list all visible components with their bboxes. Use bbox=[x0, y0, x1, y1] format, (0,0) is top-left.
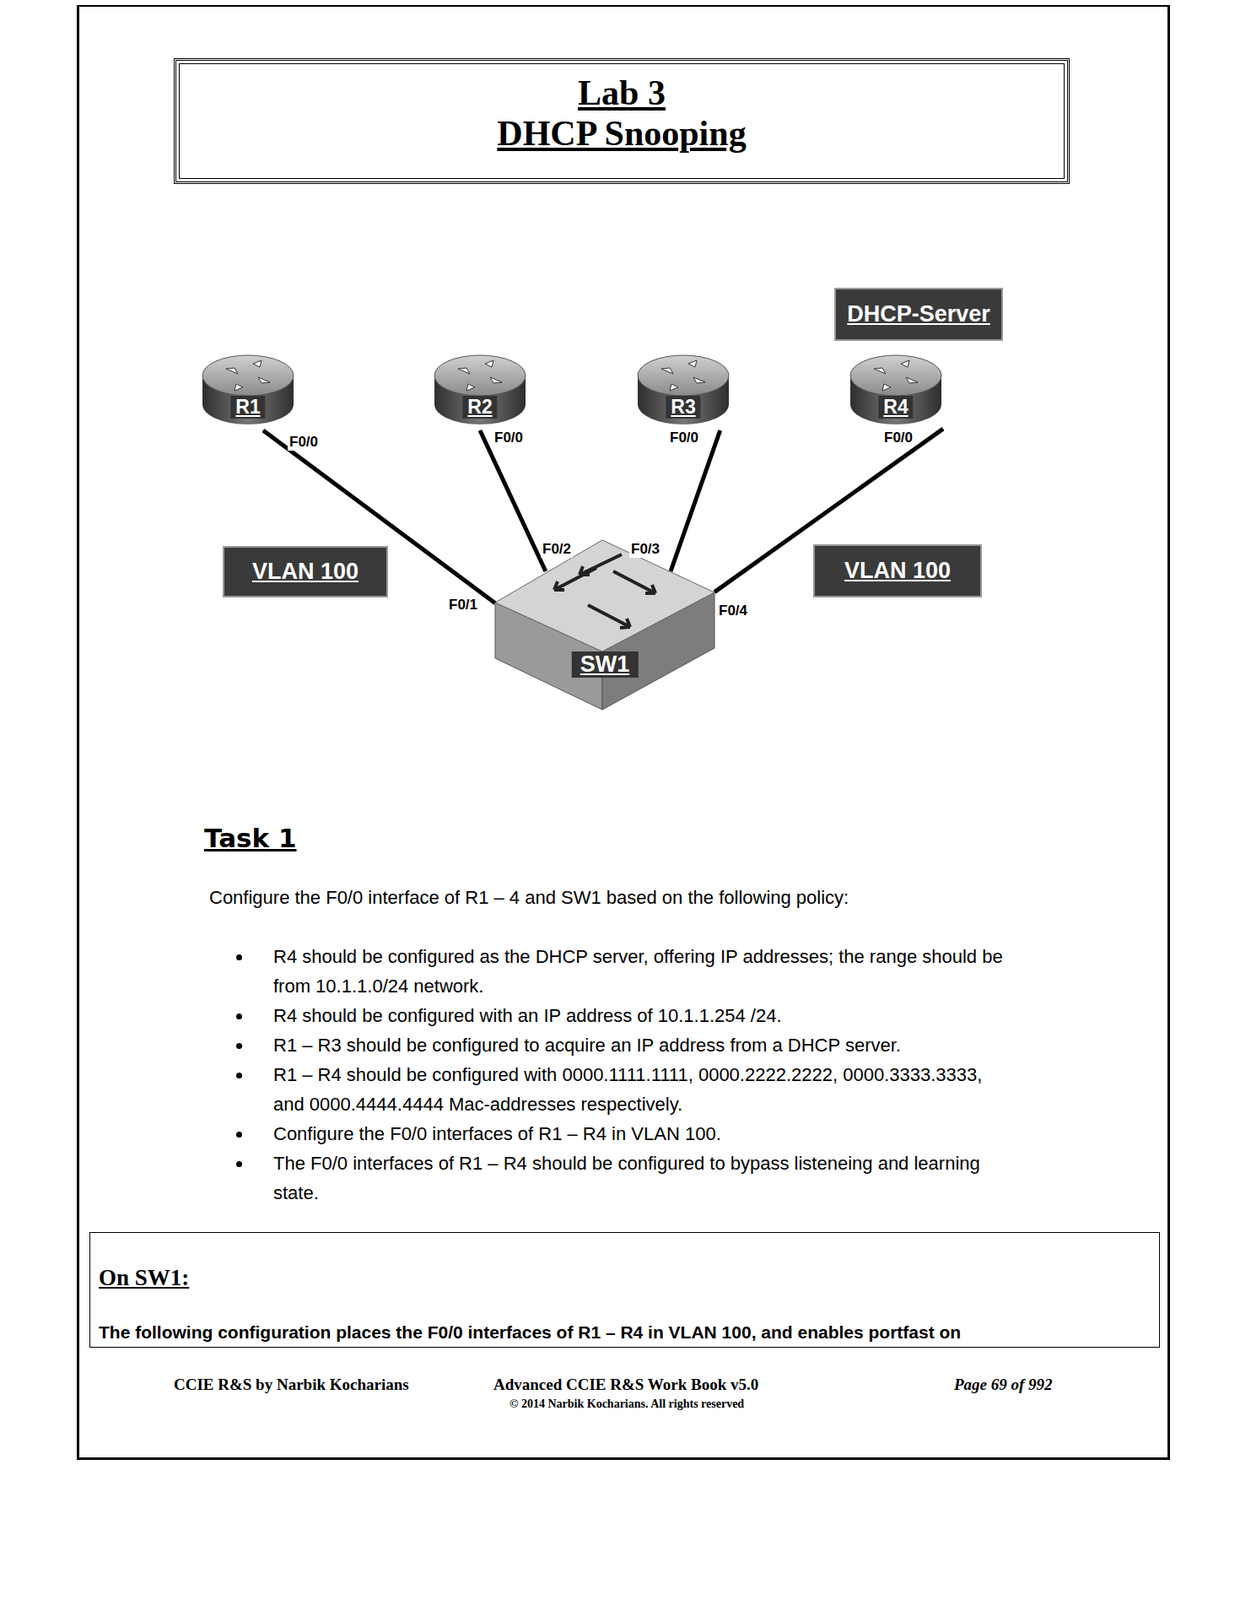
page-frame bbox=[76, 5, 1171, 1460]
router-node: R3 bbox=[636, 350, 731, 431]
title-text: DHCP Snooping bbox=[176, 113, 1068, 154]
port-label: F0/0 bbox=[492, 429, 525, 447]
port-label: F0/3 bbox=[629, 540, 662, 558]
bullet-text: The F0/0 interfaces of R1 – R4 should be… bbox=[273, 1148, 1016, 1208]
bullet-dot bbox=[236, 1131, 243, 1138]
page-text: Page 69 of 992 bbox=[954, 1375, 1053, 1394]
port-label: F0/4 bbox=[717, 602, 750, 620]
section-text: The following configuration places the F… bbox=[98, 1321, 961, 1343]
router-name: R2 bbox=[462, 395, 497, 419]
bullet-text: R1 – R4 should be configured with 0000.1… bbox=[273, 1059, 1016, 1119]
box-node: DHCP-Server bbox=[834, 287, 1003, 341]
title-text: Lab 3 bbox=[176, 72, 1068, 114]
box-node: VLAN 100 bbox=[222, 545, 389, 598]
box-label: VLAN 100 bbox=[844, 557, 951, 584]
switch-node: SW1 bbox=[495, 571, 715, 710]
foot-text: Advanced CCIE R&S Work Book v5.0 bbox=[493, 1375, 759, 1394]
switch-name: SW1 bbox=[571, 651, 639, 678]
router-name: R4 bbox=[878, 395, 913, 419]
port-label: F0/1 bbox=[447, 596, 480, 614]
router-node: R4 bbox=[848, 350, 944, 431]
title-node: Lab 3DHCP Snooping bbox=[173, 58, 1070, 184]
bullet-dot bbox=[236, 1013, 243, 1020]
port-label: F0/0 bbox=[668, 429, 701, 447]
box-node: VLAN 100 bbox=[813, 544, 982, 598]
router-name: R1 bbox=[230, 395, 265, 419]
router-name: R3 bbox=[665, 395, 701, 419]
bullet-text: R4 should be configured as the DHCP serv… bbox=[273, 941, 1016, 1001]
box-label: DHCP-Server bbox=[846, 301, 991, 328]
port-label: F0/0 bbox=[882, 429, 915, 447]
bullet-dot bbox=[236, 1042, 243, 1049]
bullet-dot bbox=[236, 1072, 243, 1079]
router-node: R1 bbox=[200, 350, 296, 431]
foot-text: CCIE R&S by Narbik Kocharians bbox=[173, 1375, 410, 1394]
task-text: Task 1 bbox=[204, 822, 297, 853]
bullet-dot bbox=[236, 954, 243, 960]
bullet-text: Configure the F0/0 interfaces of R1 – R4… bbox=[273, 1118, 1016, 1149]
ethernet-link bbox=[479, 430, 546, 572]
bullet-dot bbox=[236, 1160, 243, 1167]
onsw-node: On SW1: The following configuration place… bbox=[89, 1231, 1160, 1348]
bullet-text: R4 should be configured with an IP addre… bbox=[273, 1000, 1016, 1030]
bullet-text: R1 – R3 should be configured to acquire … bbox=[273, 1029, 1016, 1060]
port-label: F0/0 bbox=[287, 433, 320, 451]
ethernet-link bbox=[670, 430, 721, 572]
small-text: © 2014 Narbik Kocharians. All rights res… bbox=[509, 1396, 745, 1411]
port-label: F0/2 bbox=[540, 540, 573, 558]
box-label: VLAN 100 bbox=[252, 558, 359, 585]
router-node: R2 bbox=[432, 350, 528, 431]
body-text: Configure the F0/0 interface of R1 – 4 a… bbox=[209, 882, 1053, 912]
section-heading: On SW1: bbox=[98, 1264, 189, 1291]
switch-icon bbox=[495, 539, 717, 712]
